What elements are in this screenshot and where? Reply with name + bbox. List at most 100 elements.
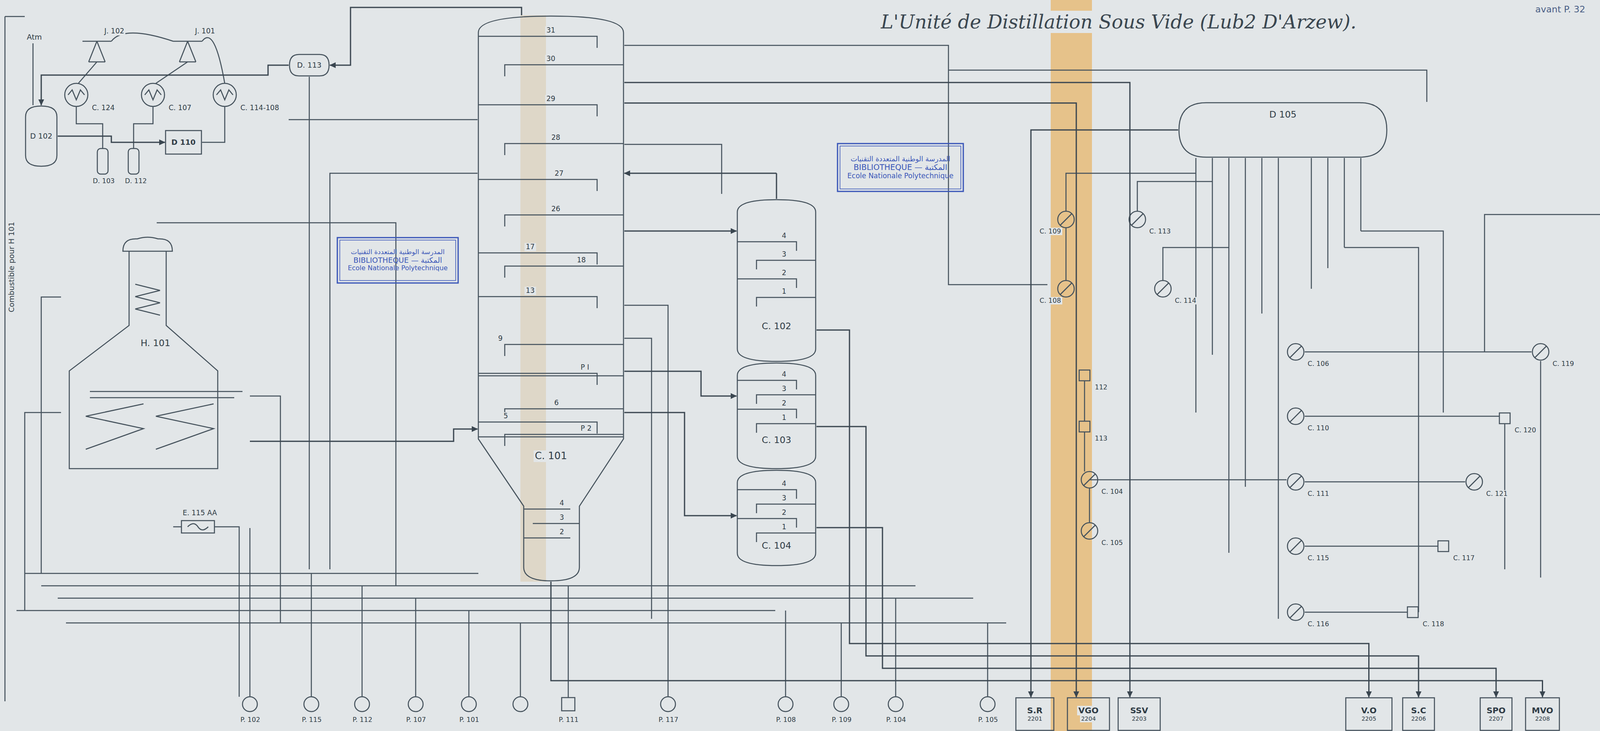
- exchanger-box: [1499, 412, 1511, 424]
- tray-number: P I: [579, 363, 591, 372]
- library-stamp: المدرسة الوطنية المتعددة التقنياتBIBLIOT…: [836, 142, 965, 193]
- pump-symbol: [512, 696, 528, 712]
- flow-line: [249, 428, 478, 442]
- exchanger-label: C. 110: [1306, 424, 1331, 432]
- exchanger-label: C. 121: [1484, 489, 1509, 498]
- node-text: C. 101: [533, 450, 569, 462]
- node-text: H. 101: [139, 337, 172, 349]
- stripper-column: C. 102: [736, 198, 817, 363]
- box-outline: [1480, 697, 1513, 731]
- drum-vessel: D 105: [1178, 101, 1388, 158]
- flow-line: [816, 329, 1370, 697]
- equipment-label: C. 124: [90, 103, 116, 113]
- flow-line: [1030, 129, 1179, 697]
- box-outline: [1525, 697, 1560, 731]
- pump-label: P. 117: [657, 715, 680, 724]
- exchanger-label: 113: [1093, 434, 1109, 443]
- pump-label: P. 101: [458, 715, 481, 724]
- node-text: C. 103: [760, 434, 793, 445]
- equipment-label: C. 114-108: [239, 103, 281, 113]
- tray-line: [504, 344, 624, 356]
- drum-outline: [289, 54, 330, 76]
- node-text: D 105: [1268, 109, 1298, 120]
- tray-line: [504, 434, 624, 446]
- node-text: 2205: [1360, 715, 1378, 722]
- node-outline: [736, 469, 817, 567]
- exchanger-line: [1065, 173, 1541, 612]
- box-outline: [1016, 697, 1055, 731]
- tray-number: 17: [524, 242, 537, 252]
- product-box: S.C2206: [1402, 696, 1436, 731]
- tray-number: 3: [780, 250, 788, 259]
- tray-line: [737, 278, 797, 288]
- pump-line: [249, 527, 988, 698]
- pump-symbol: [561, 697, 575, 711]
- tray-line: [756, 260, 817, 270]
- pump-label: P. 112: [351, 715, 374, 724]
- tray-line: [478, 373, 598, 385]
- product-box: VGO2204: [1066, 696, 1111, 731]
- pump-label: P. 104: [884, 715, 908, 724]
- product-box: SSV2203: [1117, 696, 1161, 731]
- stamp-border: [840, 145, 961, 189]
- tray-line: [478, 421, 598, 434]
- pump-label: P. 105: [976, 715, 1000, 724]
- product-box: SPO2207: [1479, 696, 1513, 731]
- tray-line: [737, 380, 797, 390]
- node-text: S.C: [1409, 705, 1428, 716]
- exchanger-label: C. 117: [1451, 554, 1476, 562]
- equipment-label: C. 107: [167, 103, 193, 113]
- node-text: Ecole Nationale Polytechnique: [346, 264, 449, 272]
- stripper-column: C. 103: [736, 362, 817, 470]
- tray-number: 5: [502, 411, 510, 421]
- exchanger-label: C. 113: [1148, 227, 1172, 236]
- exchanger-label: C. 120: [1513, 426, 1538, 434]
- flow-line: [816, 527, 1497, 697]
- pump-label: P. 111: [557, 715, 580, 724]
- exchanger-label: 112: [1093, 383, 1109, 391]
- exchanger-label: C. 116: [1306, 620, 1331, 628]
- process-box: D 110: [164, 129, 203, 155]
- process-line: [288, 45, 1427, 697]
- node-outline: [61, 234, 250, 470]
- node-text: 2201: [1026, 715, 1044, 722]
- node-outline: [736, 198, 817, 363]
- condenser-coil: [68, 89, 233, 100]
- box-outline: [165, 130, 202, 155]
- flow-line: [57, 136, 165, 143]
- tray-line: [532, 522, 580, 525]
- node-outline: [736, 362, 817, 470]
- tray-line: [756, 297, 817, 307]
- tray-line: [504, 214, 624, 227]
- tray-line: [478, 296, 598, 309]
- packing-line: [478, 375, 624, 437]
- drum-outline: [1178, 102, 1387, 158]
- tray-number: 13: [524, 286, 537, 295]
- bottom-header: [16, 573, 1007, 623]
- tray-line: [756, 423, 817, 433]
- node-text: المدرسة الوطنية المتعددة التقنيات: [349, 248, 446, 256]
- flow-line: [41, 65, 289, 106]
- tray-number: 6: [552, 398, 560, 408]
- adhesive-tape: [1050, 0, 1092, 731]
- pump-symbol: [980, 696, 996, 712]
- node-text: D 102: [28, 131, 54, 141]
- library-stamp: المدرسة الوطنية المتعددة التقنياتBIBLIOT…: [336, 236, 459, 284]
- manifold-line: [1195, 157, 1600, 619]
- box-outline: [1118, 697, 1161, 731]
- furnace: H. 101: [61, 234, 250, 470]
- tray-line: [478, 179, 598, 191]
- node-text: C. 102: [760, 320, 793, 332]
- node-text: المدرسة الوطنية المتعددة التقنيات: [849, 155, 952, 164]
- tray-line: [523, 537, 571, 539]
- tray-number: 2: [780, 508, 788, 517]
- pump-symbol: [888, 696, 904, 712]
- exchanger-label: C. 115: [1306, 554, 1331, 562]
- flow-line: [624, 82, 1130, 697]
- exchanger-label: C. 109: [1038, 227, 1063, 236]
- pump-symbol: [408, 696, 424, 712]
- tray-number: 4: [780, 231, 788, 240]
- node-text: MVO: [1530, 705, 1555, 716]
- product-box: V.O2205: [1345, 696, 1393, 731]
- tray-number: 31: [545, 26, 557, 35]
